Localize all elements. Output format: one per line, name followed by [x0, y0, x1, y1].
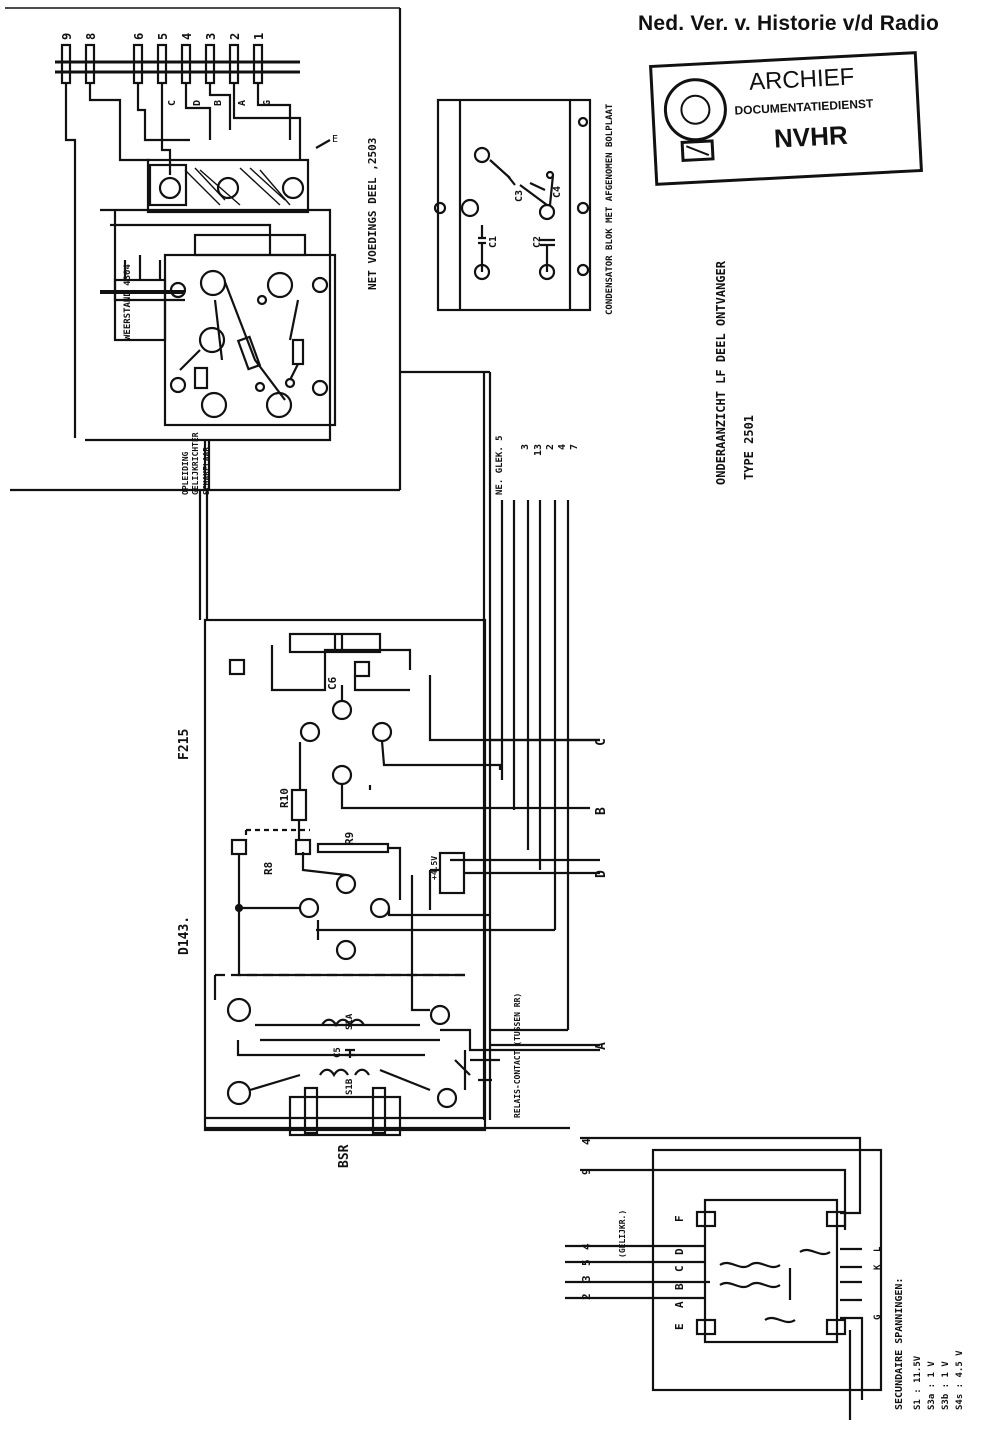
secundaire-title: SECUNDAIRE SPANNINGEN: [894, 1278, 905, 1410]
label-c5: C5 [333, 1047, 343, 1058]
weerstand-label: WEERSTAND 4304 [123, 264, 133, 340]
stamp-logo-icon [663, 78, 727, 163]
top-terminal-1: 1 [252, 33, 266, 40]
transformer-frame [651, 1148, 883, 1392]
transformer-label-b: B [673, 1283, 686, 1290]
secundaire-s3a: S3a : 1 V [927, 1361, 937, 1410]
transformer-label-l: L [873, 1246, 883, 1252]
secundaire-s3b: S3b : 1 V [941, 1361, 951, 1410]
transformer-label-e: E [673, 1323, 686, 1330]
terminal-b-label: B [594, 807, 609, 815]
gelijkrichter-label: (GELIJKR.) [618, 1210, 627, 1258]
label-c3: C3 [514, 190, 525, 202]
bus-number-2: 13 [533, 444, 544, 456]
label-net-voedings: NET VOEDINGS DEEL ,2503 [366, 138, 379, 290]
top-terminal-3: 3 [204, 33, 218, 40]
top-letter-a: A [237, 100, 248, 106]
secundaire-s4s: S4s : 4.5 V [955, 1350, 965, 1410]
bottom-number-1: 4 [580, 1138, 593, 1145]
transformer-label-k: K [873, 1264, 883, 1270]
label-s1a: S1A [345, 1013, 355, 1030]
label-plus: +4.5V [430, 856, 439, 880]
terminal-posts [60, 43, 264, 85]
secundaire-s1: S1 : 11.5V [913, 1355, 923, 1410]
transformer-label-g: G [873, 1315, 883, 1320]
bottom-number-3: 3 [580, 1275, 593, 1282]
top-terminal-4: 4 [180, 33, 194, 40]
label-condensator: CONDENSATOR BLOK MET AFGENOMEN BOLPLAAT [605, 103, 615, 315]
top-terminal-8: 8 [84, 33, 98, 40]
top-terminal-9: 9 [60, 33, 74, 40]
label-r10: R10 [278, 788, 291, 808]
label-d143: D143. [177, 916, 192, 955]
top-letter-d: D [192, 100, 203, 106]
top-terminal-6: 6 [132, 33, 146, 40]
terminal-d-label: D [594, 870, 609, 878]
capacitor-block [436, 98, 592, 312]
terminal-a-label: A [594, 1042, 609, 1050]
label-type: TYPE 2501 [742, 415, 756, 480]
bus-number-5: 7 [569, 444, 580, 450]
voltage-selector [146, 158, 310, 214]
label-s1b: S1B [345, 1078, 355, 1095]
top-letter-c: C [167, 100, 178, 106]
bottom-number-5: 4 [580, 1243, 593, 1250]
transformer-label-d: D [673, 1248, 686, 1255]
lf-chassis [203, 618, 487, 1132]
transformer-label-a: A [673, 1301, 686, 1308]
side-label-3: SCHAKELAAR [202, 447, 211, 495]
label-c4: C4 [552, 186, 563, 198]
bottom-number-6: 2 [580, 1293, 593, 1300]
top-terminal-5: 5 [156, 33, 170, 40]
label-r8: R8 [262, 862, 275, 875]
bus-number-4: 4 [557, 444, 568, 450]
side-label-1: OPLEIDING [181, 451, 190, 495]
document-header: Ned. Ver. v. Historie v/d Radio [638, 12, 940, 35]
label-c1: C1 [488, 236, 499, 248]
transformer-label-f: F [673, 1215, 686, 1222]
terminal-c-label: C [594, 738, 609, 746]
top-letter-b: B [213, 100, 224, 106]
archive-stamp: ARCHIEF DOCUMENTATIEDIENST NVHR [649, 51, 923, 186]
bus-label: NE. GLEK. 5 [495, 435, 505, 495]
bus-number-1: 3 [520, 444, 531, 450]
bsr-block [288, 1095, 402, 1137]
label-f215: F215 [177, 729, 192, 760]
contact-label: RELAIS-CONTACT (TUSSEN RR) [513, 993, 522, 1118]
label-r9: R9 [343, 832, 356, 845]
transformer-label-c: C [673, 1265, 686, 1272]
label-c2: C2 [532, 236, 543, 248]
label-onderaanzicht: ONDERAANZICHT LF DEEL ONTVANGER [714, 260, 728, 485]
top-letter-g: G [262, 100, 273, 106]
label-bsr: BSR [337, 1144, 352, 1168]
bus-number-3: 2 [545, 444, 556, 450]
label-c6: C6 [326, 676, 339, 690]
bottom-number-2: 9 [580, 1168, 593, 1175]
side-label-2: GELIJKRICHTER [191, 432, 200, 495]
label-e: E [332, 134, 338, 145]
top-terminal-2: 2 [228, 33, 242, 40]
bottom-number-4: 5 [580, 1259, 593, 1266]
